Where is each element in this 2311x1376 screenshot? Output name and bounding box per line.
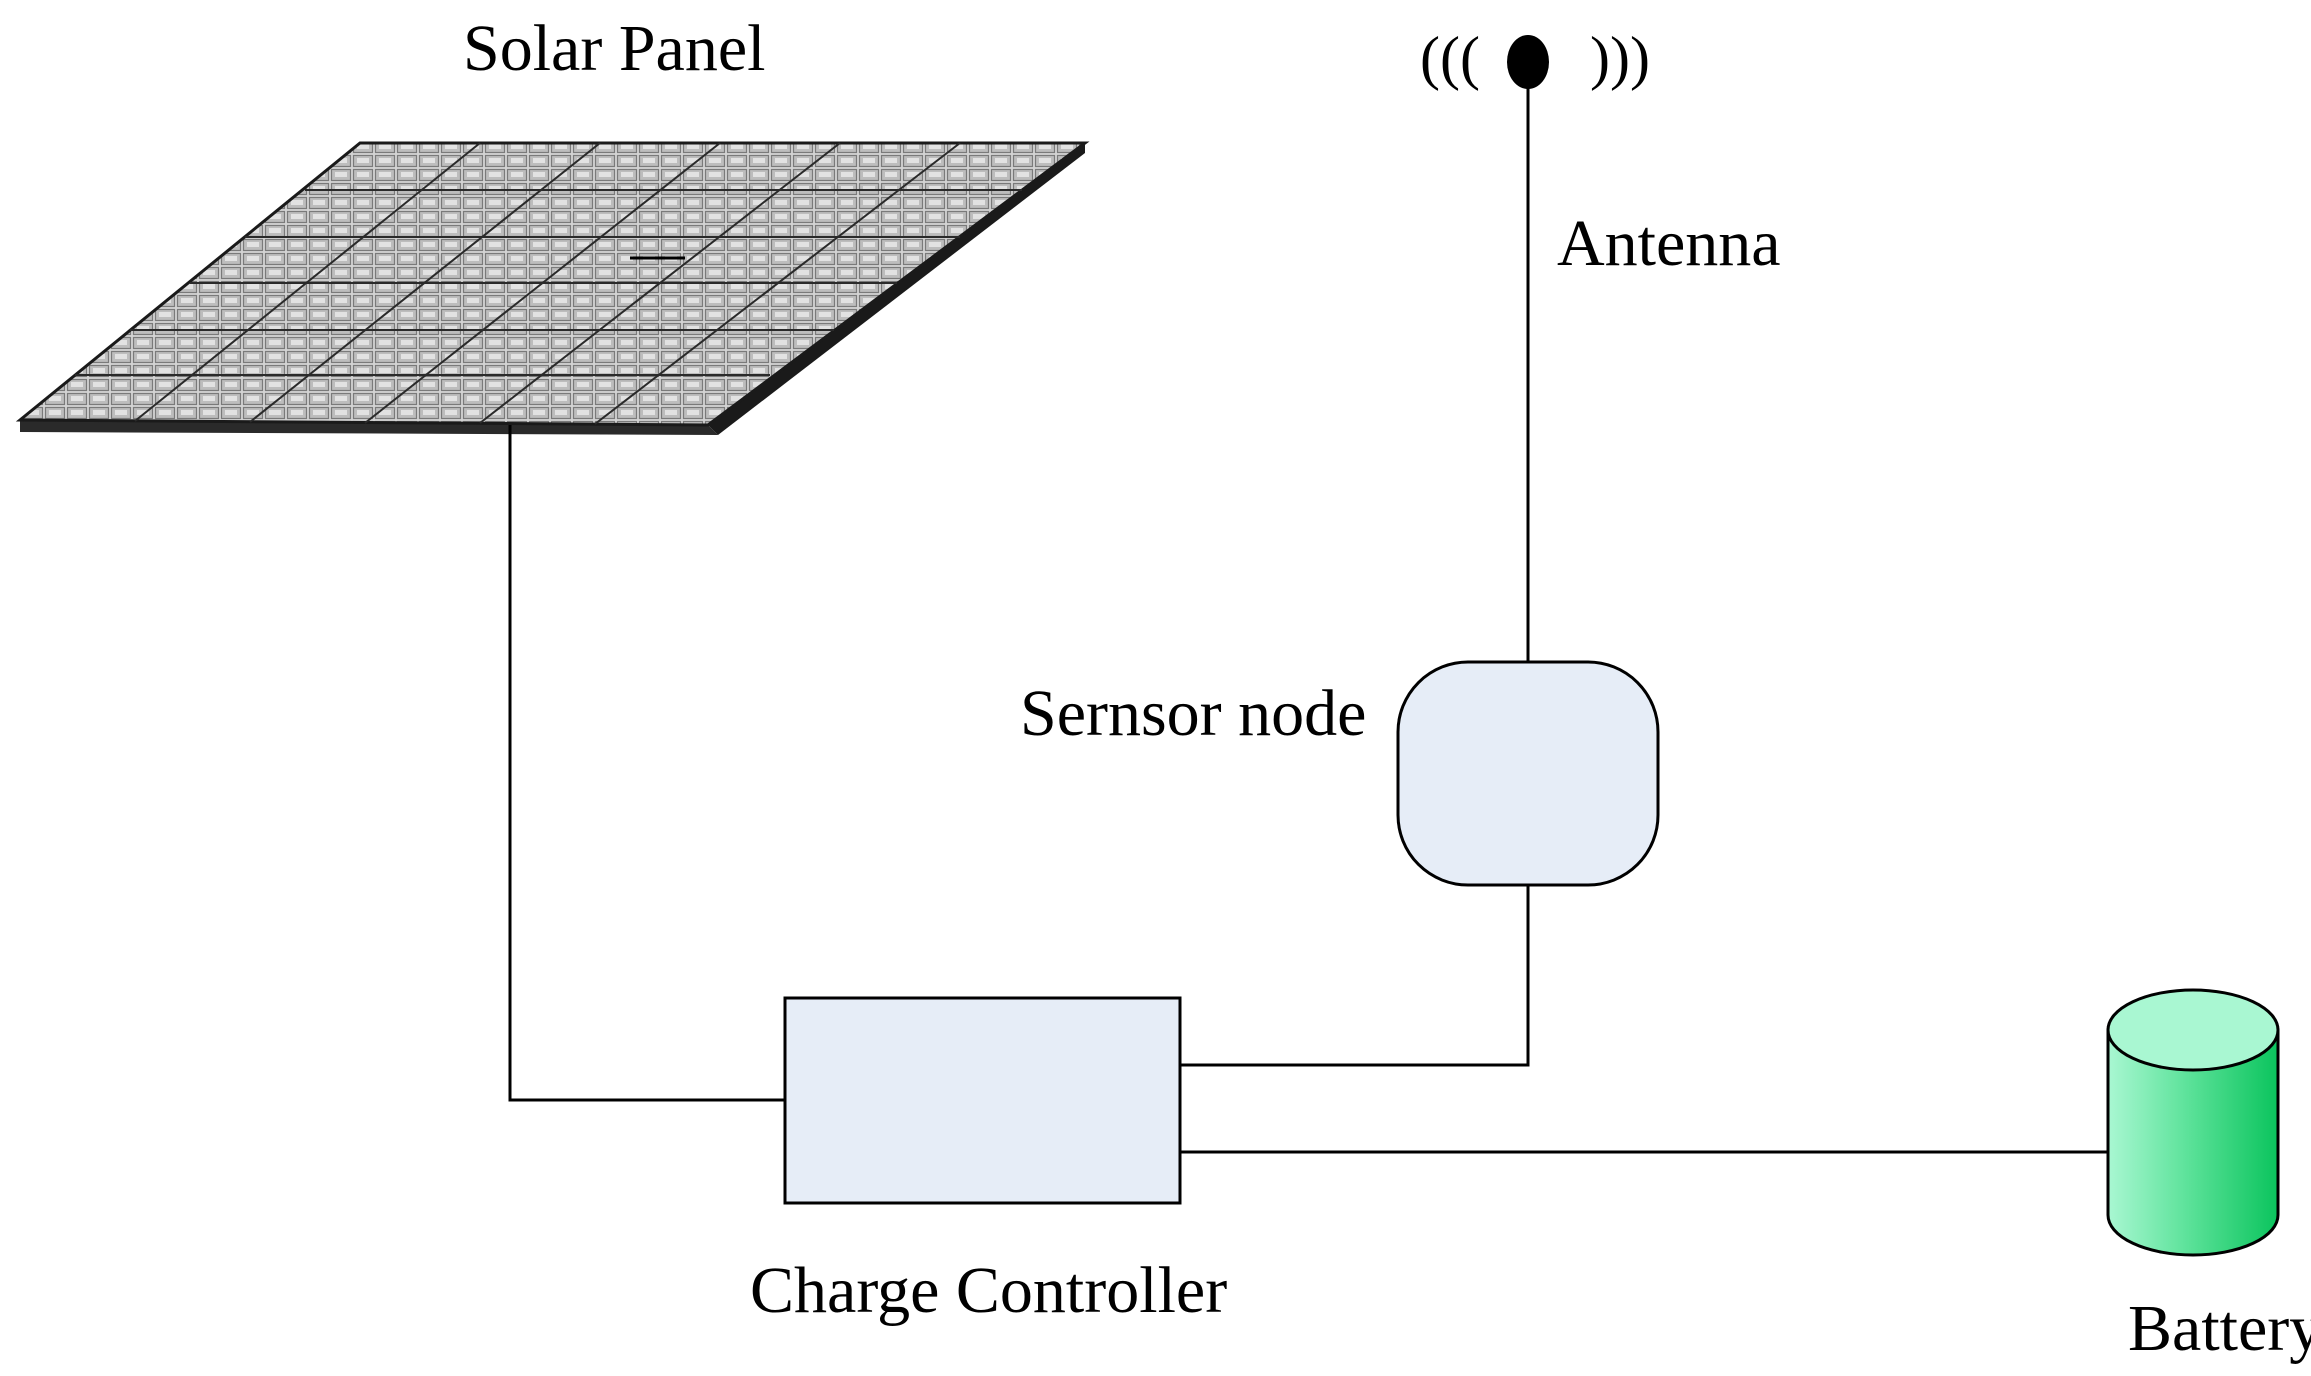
battery-label: Battery xyxy=(2128,1292,2311,1365)
sensor-node-box xyxy=(1396,660,1660,887)
antenna-signal-left: ((( xyxy=(1420,25,1480,91)
controller-to-sensor-wire xyxy=(1180,885,1530,1067)
antenna-label: Antenna xyxy=(1557,207,1781,280)
antenna-signal-right: ))) xyxy=(1590,25,1650,91)
sensor-node-label: Sernsor node xyxy=(1020,677,1366,750)
charge-controller-box xyxy=(783,996,1182,1205)
battery-cylinder-icon xyxy=(2106,988,2280,1257)
solar-panel-label: Solar Panel xyxy=(463,12,765,85)
panel-to-controller-wire xyxy=(508,425,785,1102)
solar-panel-icon xyxy=(15,141,1090,435)
antenna-icon: ((( ))) xyxy=(1420,25,1650,91)
charge-controller-label: Charge Controller xyxy=(750,1254,1227,1327)
wiring xyxy=(508,62,2108,1154)
